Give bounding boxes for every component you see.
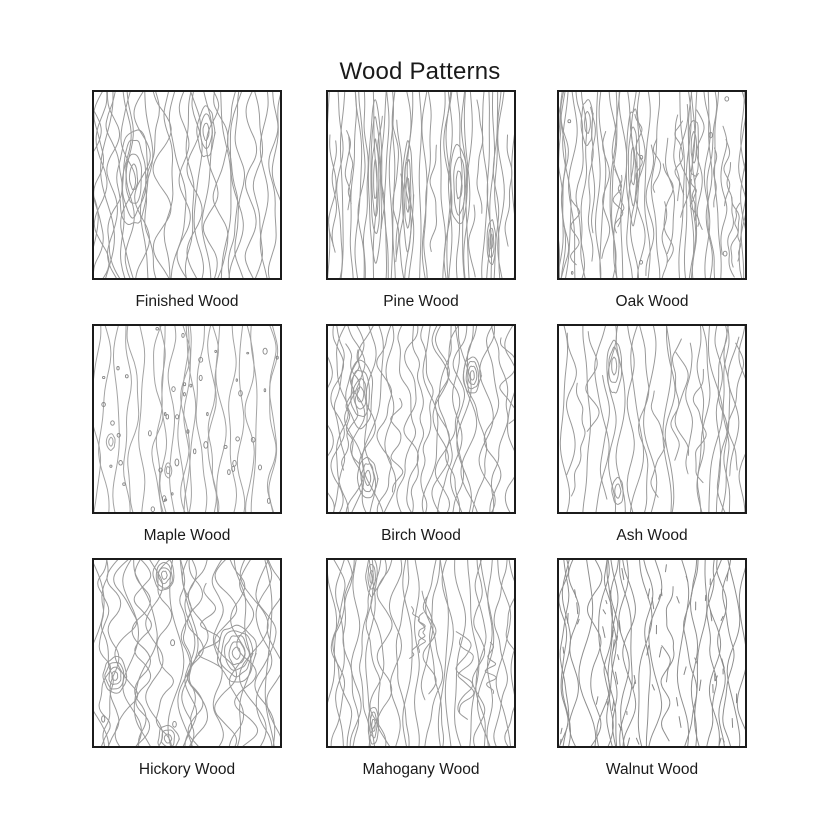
- page-title: Wood Patterns: [339, 58, 501, 86]
- wood-label-hickory-wood: Hickory Wood: [138, 761, 236, 778]
- wood-label-ash-wood: Ash Wood: [616, 527, 688, 544]
- wood-label-mahogany-wood: Mahogany Wood: [362, 761, 480, 778]
- wood-texture-birch-wood: [326, 324, 516, 514]
- wood-texture-pine-wood: [326, 90, 516, 280]
- wood-label-pine-wood: Pine Wood: [383, 293, 459, 310]
- wood-texture-oak-wood: [557, 90, 747, 280]
- wood-label-finished-wood: Finished Wood: [135, 293, 239, 310]
- wood-texture-ash-wood: [557, 324, 747, 514]
- wood-texture-maple-wood: [92, 324, 282, 514]
- wood-texture-mahogany-wood: [326, 558, 516, 748]
- wood-label-maple-wood: Maple Wood: [143, 527, 231, 544]
- wood-label-birch-wood: Birch Wood: [381, 527, 461, 544]
- wood-texture-walnut-wood: [557, 558, 747, 748]
- wood-label-walnut-wood: Walnut Wood: [605, 761, 699, 778]
- wood-texture-finished-wood: [92, 90, 282, 280]
- wood-texture-hickory-wood: [92, 558, 282, 748]
- wood-label-oak-wood: Oak Wood: [615, 293, 689, 310]
